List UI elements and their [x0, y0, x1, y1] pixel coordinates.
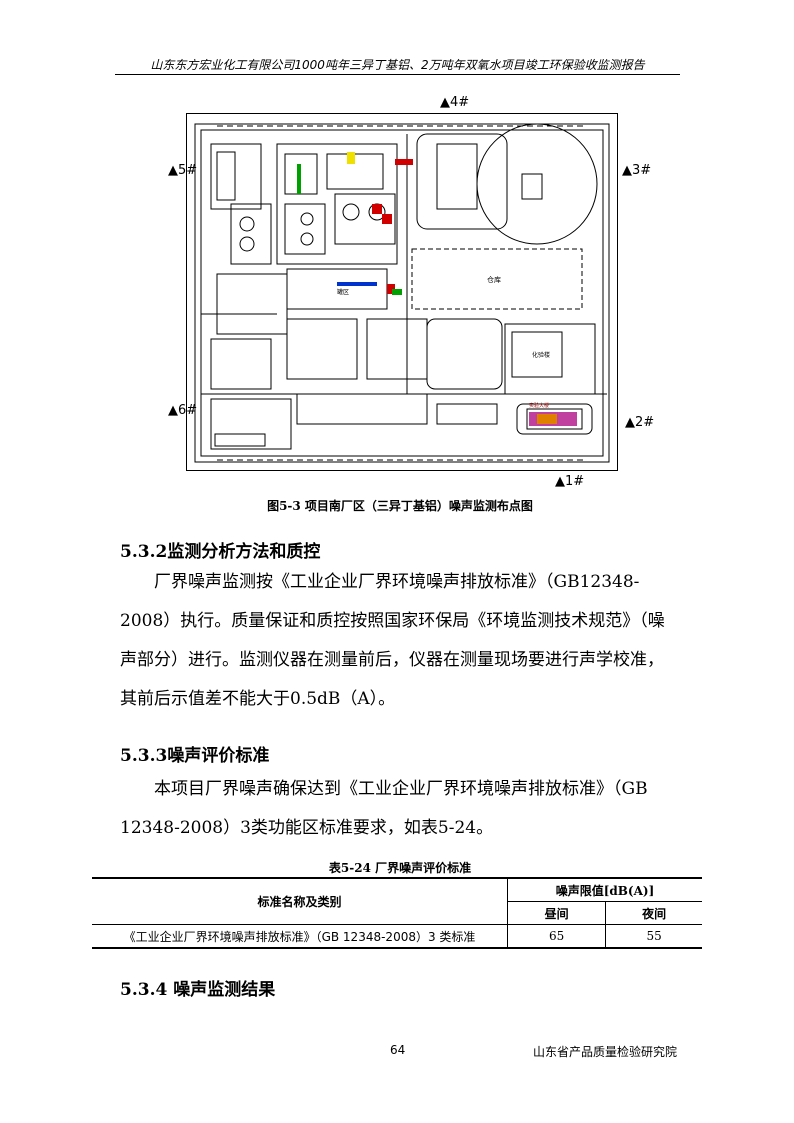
header-night: 夜间 — [605, 901, 702, 925]
marker-3: ▲3# — [622, 163, 652, 178]
table-subheader-row: 昼间 夜间 — [92, 901, 702, 925]
page-number: 64 — [390, 1043, 406, 1057]
header-day: 昼间 — [507, 901, 607, 925]
row-night-value: 55 — [646, 929, 662, 943]
site-plan-drawing: 仓库 化验楼 罐区 实验大楼 — [194, 123, 610, 463]
section-text-5-3-2: 厂界噪声监测按《工业企业厂界环境噪声排放标准》（GB12348-2008）执行。… — [120, 563, 680, 719]
section-title-5-3-4: 5.3.4 噪声监测结果 — [120, 980, 276, 1000]
row-day-value: 65 — [507, 924, 607, 948]
header-noise-limit: 噪声限值[dB(A)] — [507, 878, 702, 902]
section-title-5-3-3: 5.3.3噪声评价标准 — [120, 746, 270, 766]
figure-caption: 图5-3 项目南厂区（三异丁基铝）噪声监测布点图 — [267, 499, 533, 513]
lab-label: 化验楼 — [532, 351, 550, 359]
page-header: 山东东方宏业化工有限公司1000吨年三异丁基铝、2万吨年双氧水项目竣工环保验收监… — [150, 58, 645, 72]
section-text-5-3-3: 本项目厂界噪声确保达到《工业企业厂界环境噪声排放标准》（GB 12348-200… — [120, 770, 680, 848]
marker-5: ▲5# — [168, 163, 198, 178]
noise-standard-table: 标准名称及类别 噪声限值[dB(A)] 昼间 夜间 《工业企业厂界环境噪声排放标… — [92, 877, 702, 949]
header-rule — [115, 74, 680, 75]
header-standard-name: 标准名称及类别 — [92, 878, 508, 925]
marker-6: ▲6# — [168, 403, 198, 418]
section-title-5-3-2: 5.3.2监测分析方法和质控 — [120, 542, 321, 562]
marker-2: ▲2# — [625, 415, 655, 430]
tank-area-label: 罐区 — [337, 288, 349, 296]
warehouse-label: 仓库 — [487, 275, 501, 284]
site-plan-figure: 仓库 化验楼 罐区 实验大楼 — [186, 113, 618, 471]
paragraph: 本项目厂界噪声确保达到《工业企业厂界环境噪声排放标准》（GB 12348-200… — [120, 779, 648, 838]
footer-org: 山东省产品质量检验研究院 — [533, 1045, 678, 1059]
table-header-row: 标准名称及类别 噪声限值[dB(A)] — [92, 878, 702, 925]
marker-4: ▲4# — [440, 95, 470, 110]
table-row: 《工业企业厂界环境噪声排放标准》（GB 12348-2008）3 类标准 65 … — [92, 924, 702, 948]
marker-1: ▲1# — [555, 474, 585, 489]
row-standard-name: 《工业企业厂界环境噪声排放标准》（GB 12348-2008）3 类标准 — [92, 924, 508, 948]
paragraph: 厂界噪声监测按《工业企业厂界环境噪声排放标准》（GB12348-2008）执行。… — [120, 572, 665, 709]
greenhouse-label: 实验大楼 — [529, 402, 549, 409]
table-caption: 表5-24 厂界噪声评价标准 — [328, 861, 472, 875]
